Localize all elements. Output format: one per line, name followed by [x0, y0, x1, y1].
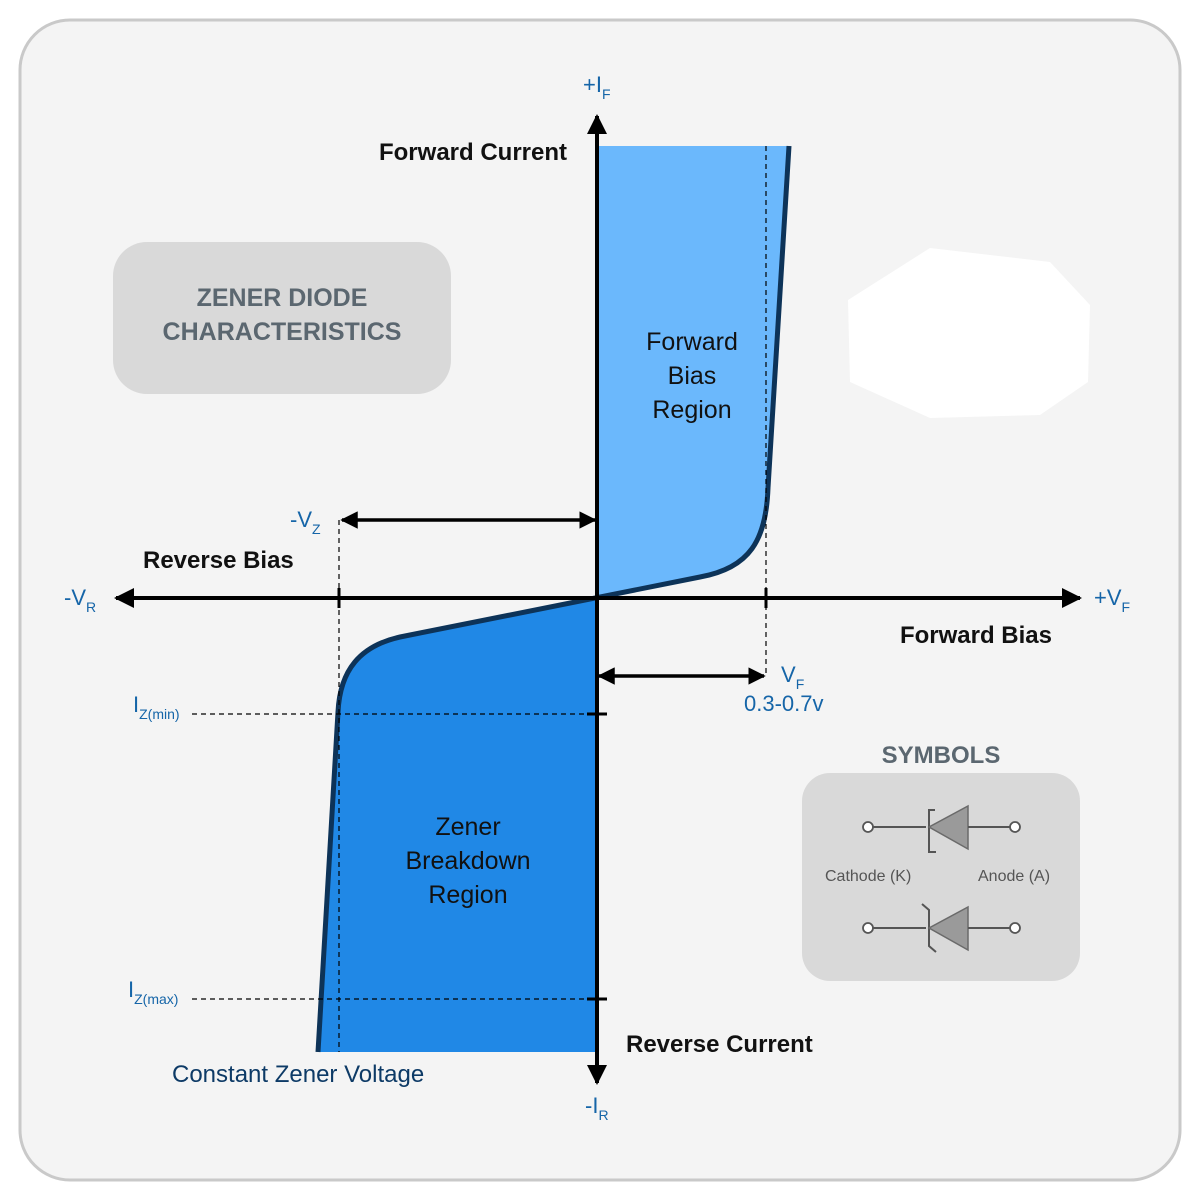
zener-region-label: Zener Breakdown Region [405, 813, 530, 909]
label-reverse-bias: Reverse Bias [143, 547, 294, 574]
label-constant-zener-voltage: Constant Zener Voltage [172, 1061, 424, 1088]
symbols-card: Cathode (K) Anode (A) [802, 773, 1080, 981]
title-line-1: ZENER DIODE [197, 284, 368, 312]
white-blob [848, 248, 1090, 418]
label-vf: VF [781, 662, 804, 692]
symbols-heading: SYMBOLS [882, 742, 1001, 769]
label-neg-current: -IR [585, 1093, 609, 1123]
label-reverse-current: Reverse Current [626, 1031, 813, 1058]
svg-text:Bias: Bias [668, 362, 717, 390]
zener-diode-symbol-icon [862, 804, 1021, 853]
svg-text:Region: Region [652, 396, 731, 424]
forward-region-label: Forward Bias Region [646, 328, 738, 424]
label-cathode: Cathode (K) [825, 868, 911, 885]
guide-lines [192, 146, 767, 1052]
label-forward-bias: Forward Bias [900, 622, 1052, 649]
tick-marks [337, 588, 768, 1001]
title-line-2: CHARACTERISTICS [163, 318, 402, 346]
label-neg-voltage: -VR [64, 585, 96, 615]
title-card: ZENER DIODE CHARACTERISTICS [113, 242, 451, 394]
svg-text:Region: Region [428, 881, 507, 909]
zener-diode-alt-symbol-icon [862, 903, 1021, 953]
label-vz: -VZ [290, 507, 321, 537]
zener-breakdown-region [318, 598, 597, 1052]
label-vf-range: 0.3-0.7v [744, 691, 824, 716]
label-pos-voltage: +VF [1094, 585, 1130, 615]
iv-curve [315, 145, 792, 1053]
label-iz-max: IZ(max) [128, 977, 178, 1007]
label-forward-current: Forward Current [379, 139, 567, 166]
label-pos-current: +IF [583, 72, 611, 102]
svg-text:Zener: Zener [435, 813, 500, 841]
label-iz-min: IZ(min) [133, 692, 180, 722]
forward-bias-region [597, 146, 789, 598]
svg-text:Forward: Forward [646, 328, 738, 356]
svg-text:Breakdown: Breakdown [405, 847, 530, 875]
label-anode: Anode (A) [978, 868, 1050, 885]
